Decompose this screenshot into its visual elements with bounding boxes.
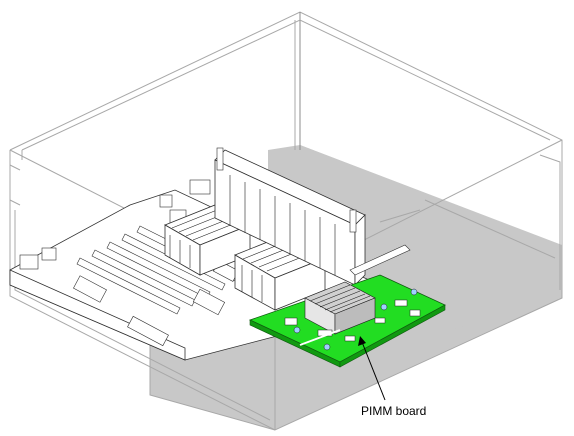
pimm-board-label: PIMM board (361, 404, 427, 418)
pimm-heatsink (304, 281, 376, 335)
board-connector (349, 244, 411, 276)
callout-leader-line (361, 341, 386, 401)
memory-riser (214, 147, 366, 286)
floor-shadow-right (300, 145, 562, 330)
callout-arrowhead (358, 336, 366, 346)
